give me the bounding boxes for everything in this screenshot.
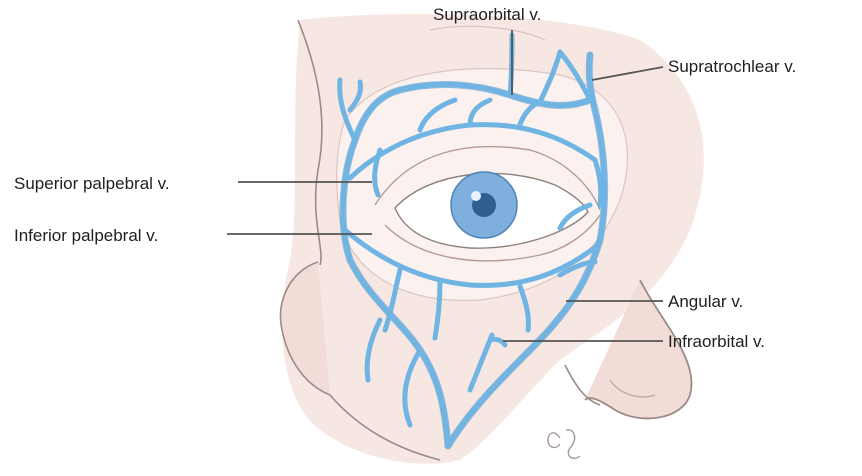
label-inferior-palpebral-vein: Inferior palpebral v. bbox=[14, 227, 158, 244]
label-supratrochlear-vein: Supratrochlear v. bbox=[668, 58, 796, 75]
label-angular-vein: Angular v. bbox=[668, 293, 743, 310]
label-superior-palpebral-vein: Superior palpebral v. bbox=[14, 175, 170, 192]
label-infraorbital-vein: Infraorbital v. bbox=[668, 333, 765, 350]
iris-highlight bbox=[471, 191, 481, 201]
artist-mark bbox=[548, 430, 580, 458]
label-supraorbital-vein: Supraorbital v. bbox=[433, 6, 541, 23]
